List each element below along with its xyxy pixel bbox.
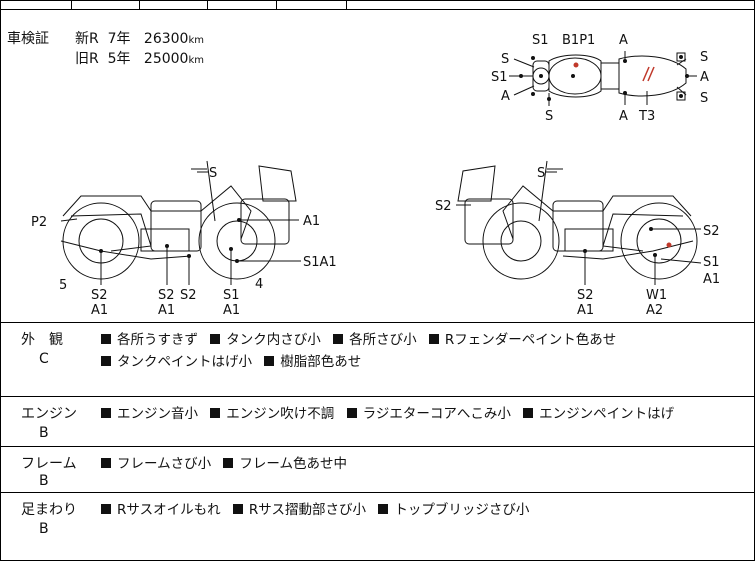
- label-top-A-bottom: A: [619, 109, 628, 124]
- label-top-S-left: S: [501, 52, 509, 67]
- label-left-A1-a: A1: [91, 303, 108, 318]
- label-right-S: S: [537, 166, 545, 181]
- label-left-A1-c: A1: [223, 303, 240, 318]
- registration-row-new: 新R 7年 26300km: [75, 29, 204, 51]
- point-markers: [99, 55, 689, 263]
- list-item: エンジン吹け不調: [210, 406, 334, 422]
- section-items: 各所うすきず タンク内さび小 各所さび小 Rフェンダーペイント色あせ タンクペイ…: [101, 329, 746, 373]
- top-strip: [1, 1, 754, 10]
- list-item: Rサス摺動部さび小: [232, 502, 366, 518]
- label-left-P2: P2: [31, 215, 47, 230]
- section-grade: B: [39, 425, 49, 441]
- label-top-S-right2: S: [700, 91, 708, 106]
- list-item: Rフェンダーペイント色あせ: [428, 332, 616, 348]
- right-view-motorcycle-icon: [457, 160, 698, 280]
- label-top-S1: S1: [532, 33, 549, 48]
- section-label: エンジン: [21, 406, 77, 422]
- label-left-4: 4: [255, 277, 263, 292]
- reg-kind: 新R: [75, 31, 99, 47]
- top-view-motorcycle-icon: [509, 51, 697, 106]
- list-item: エンジン音小: [101, 406, 198, 422]
- list-item: 樹脂部色あせ: [264, 354, 361, 370]
- reg-kind: 旧R: [75, 51, 99, 67]
- reg-km: 26300: [143, 31, 189, 47]
- label-left-S: S: [209, 166, 217, 181]
- list-item: ラジエターコアへこみ小: [346, 406, 511, 422]
- list-item: 各所さび小: [333, 332, 417, 348]
- section-items: Rサスオイルもれ Rサス摺動部さび小 トップブリッジさび小: [101, 499, 746, 521]
- label-left-A1: A1: [303, 214, 320, 229]
- label-right-S2-left: S2: [435, 199, 452, 214]
- section-frame: フレーム B フレームさび小 フレーム色あせ中: [1, 446, 754, 493]
- label-top-S-right: S: [700, 50, 708, 65]
- reg-years: 5年: [107, 51, 131, 67]
- list-item: Rサスオイルもれ: [101, 502, 221, 518]
- list-item: タンク内さび小: [210, 332, 321, 348]
- label-left-S1: S1: [223, 288, 240, 303]
- section-label: フレーム: [21, 456, 77, 472]
- label-top-A-left: A: [501, 89, 510, 104]
- label-left-S1A1: S1A1: [303, 255, 337, 270]
- list-item: タンクペイントはげ小: [101, 354, 252, 370]
- label-right-A2: A2: [646, 303, 663, 318]
- section-engine: エンジン B エンジン音小 エンジン吹け不調 ラジエターコアへこみ小 エンジンペ…: [1, 396, 754, 447]
- registration-label: 車検証: [7, 31, 49, 47]
- list-item: フレームさび小: [101, 456, 211, 472]
- section-exterior: 外 観 C 各所うすきず タンク内さび小 各所さび小 Rフェンダーペイント色あせ…: [1, 322, 754, 397]
- label-top-T3: T3: [638, 109, 655, 124]
- label-right-S1: S1: [703, 255, 720, 270]
- reg-unit: km: [188, 35, 205, 46]
- label-left-S2-c: S2: [180, 288, 197, 303]
- section-items: エンジン音小 エンジン吹け不調 ラジエターコアへこみ小 エンジンペイントはげ: [101, 403, 746, 425]
- reg-unit: km: [188, 55, 205, 66]
- list-item: 各所うすきず: [101, 332, 198, 348]
- label-right-S2-right: S2: [703, 224, 720, 239]
- section-grade: C: [39, 351, 49, 367]
- label-right-W1: W1: [646, 288, 667, 303]
- registration-row-old: 旧R 5年 25000km: [75, 49, 204, 71]
- label-top-S-bottom: S: [545, 109, 553, 124]
- label-left-A1-b: A1: [158, 303, 175, 318]
- label-top-A: A: [619, 33, 628, 48]
- reg-km: 25000: [143, 51, 189, 67]
- section-label: 足まわり: [21, 502, 77, 518]
- list-item: トップブリッジさび小: [378, 502, 529, 518]
- section-items: フレームさび小 フレーム色あせ中: [101, 453, 746, 475]
- label-left-S2-b: S2: [158, 288, 175, 303]
- damage-marks: [573, 62, 672, 248]
- label-right-A1: A1: [703, 272, 720, 287]
- section-label: 外 観: [21, 332, 63, 348]
- label-top-A-right: A: [700, 70, 709, 85]
- section-grade: B: [39, 473, 49, 489]
- section-grade: B: [39, 521, 49, 537]
- label-right-S2-bottom: S2: [577, 288, 594, 303]
- motorcycle-diagrams: S1 B1P1 A S S1 A S S A S A T3 S P2 A1 S1…: [31, 33, 720, 318]
- label-right-A1-bottom: A1: [577, 303, 594, 318]
- label-left-S2-a: S2: [91, 288, 108, 303]
- section-suspension: 足まわり B Rサスオイルもれ Rサス摺動部さび小 トップブリッジさび小: [1, 492, 754, 561]
- label-left-5: 5: [59, 278, 67, 293]
- list-item: フレーム色あせ中: [223, 456, 347, 472]
- reg-years: 7年: [107, 31, 131, 47]
- label-top-B1P1: B1P1: [562, 33, 595, 48]
- list-item: エンジンペイントはげ: [523, 406, 674, 422]
- label-top-S1-left: S1: [491, 70, 508, 85]
- leader-lines: [60, 171, 702, 285]
